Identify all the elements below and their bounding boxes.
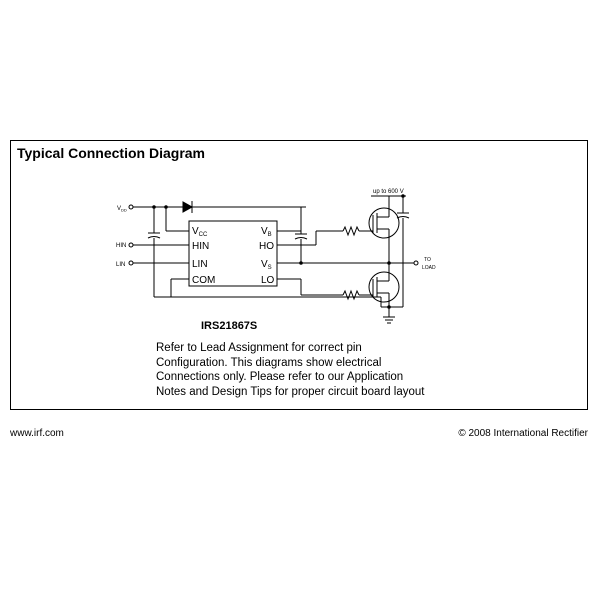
lo-gate-resistor-icon [342, 289, 360, 301]
diagram-frame: Typical Connection Diagram [10, 140, 588, 410]
vdd-input-label: VDD [117, 206, 127, 213]
pin-lin-label: LIN [192, 259, 208, 270]
hin-input-label: HIN [116, 243, 126, 249]
pin-lo-label: LO [261, 275, 275, 286]
load-label-load: LOAD [422, 265, 436, 271]
ground-icon [383, 316, 395, 324]
pin-vb-label: VB [261, 226, 272, 238]
ho-gate-resistor-icon [342, 225, 360, 237]
hin-terminal [128, 242, 134, 248]
lin-input-label: LIN [116, 262, 125, 268]
supply-voltage-label: up to 600 V [373, 189, 404, 195]
low-side-mosfet-icon [368, 263, 400, 311]
bootstrap-diode-icon [182, 201, 194, 213]
layout-note: Refer to Lead Assignment for correct pin… [156, 342, 425, 398]
lin-terminal [128, 260, 134, 266]
load-terminal [413, 260, 419, 266]
diagram-title: Typical Connection Diagram [17, 145, 205, 161]
connection-schematic: VDD HIN LIN VCC HIN LIN COM VB HO VS LO … [116, 189, 436, 332]
load-label-to: TO [424, 257, 431, 263]
pin-vs-label: VS [261, 259, 272, 271]
vdd-terminal [128, 204, 134, 210]
pin-ho-label: HO [259, 241, 274, 252]
high-side-mosfet-icon [368, 201, 400, 263]
footer-website: www.irf.com [10, 428, 64, 439]
pin-vcc-label: VCC [192, 226, 208, 238]
footer-copyright: © 2008 International Rectifier [458, 428, 588, 439]
ic-body [188, 220, 278, 287]
pin-com-label: COM [192, 275, 215, 286]
pin-hin-label: HIN [192, 241, 209, 252]
chip-part-number: IRS21867S [201, 320, 257, 332]
